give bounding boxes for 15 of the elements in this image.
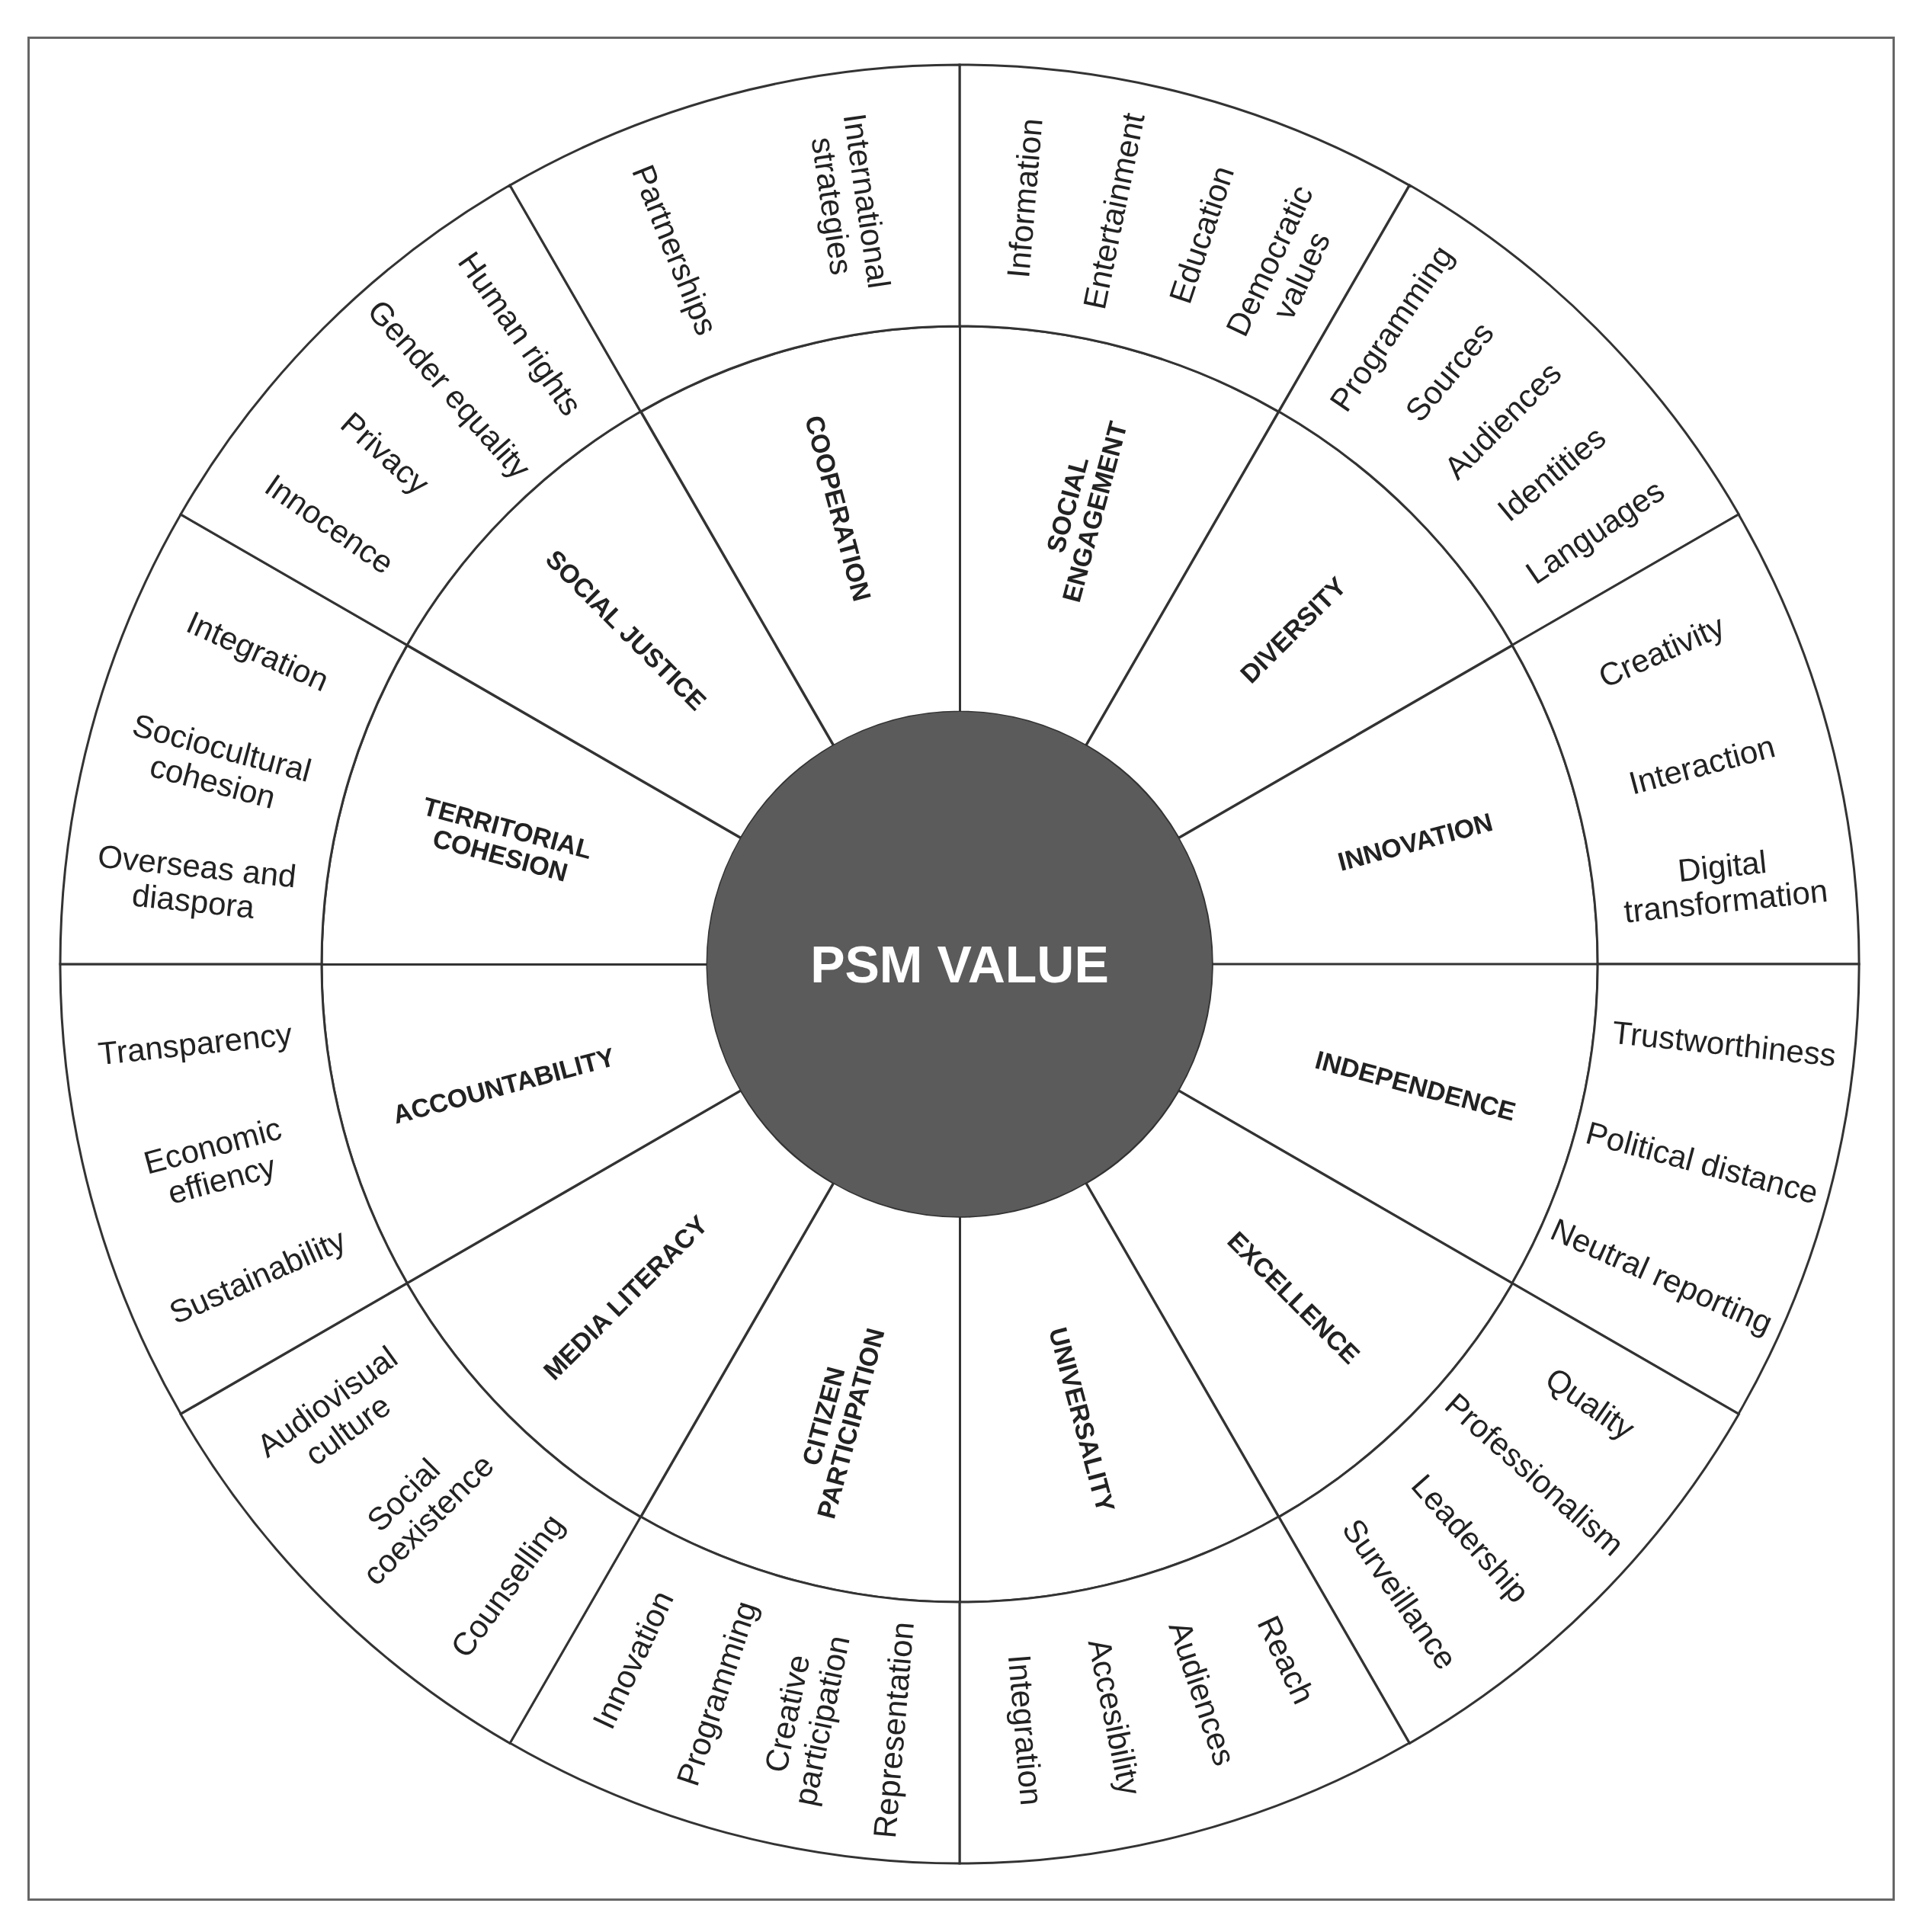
attribute-label: Reach	[1249, 1609, 1323, 1711]
attribute-label: Overseas and diaspora	[95, 837, 299, 927]
attribute-label: Creative participation	[757, 1632, 857, 1810]
attribute-label: International strategies	[803, 110, 899, 293]
attribute-label: Integration	[1000, 1652, 1051, 1809]
attribute-label: Representation	[866, 1619, 922, 1841]
attribute-label: Digital transformation	[1621, 842, 1831, 931]
attribute-label: Accesibility	[1080, 1635, 1149, 1800]
attribute-label: Economic effiency	[139, 1109, 286, 1213]
attribute-label: Political distance	[1582, 1114, 1823, 1212]
attribute-label: Interaction	[1624, 727, 1780, 803]
attribute-label: Transparency	[95, 1015, 295, 1074]
center-label: PSM VALUE	[810, 934, 1109, 994]
attribute-label: Trustworthiness	[1609, 1014, 1839, 1075]
attribute-label: Information	[998, 116, 1050, 281]
